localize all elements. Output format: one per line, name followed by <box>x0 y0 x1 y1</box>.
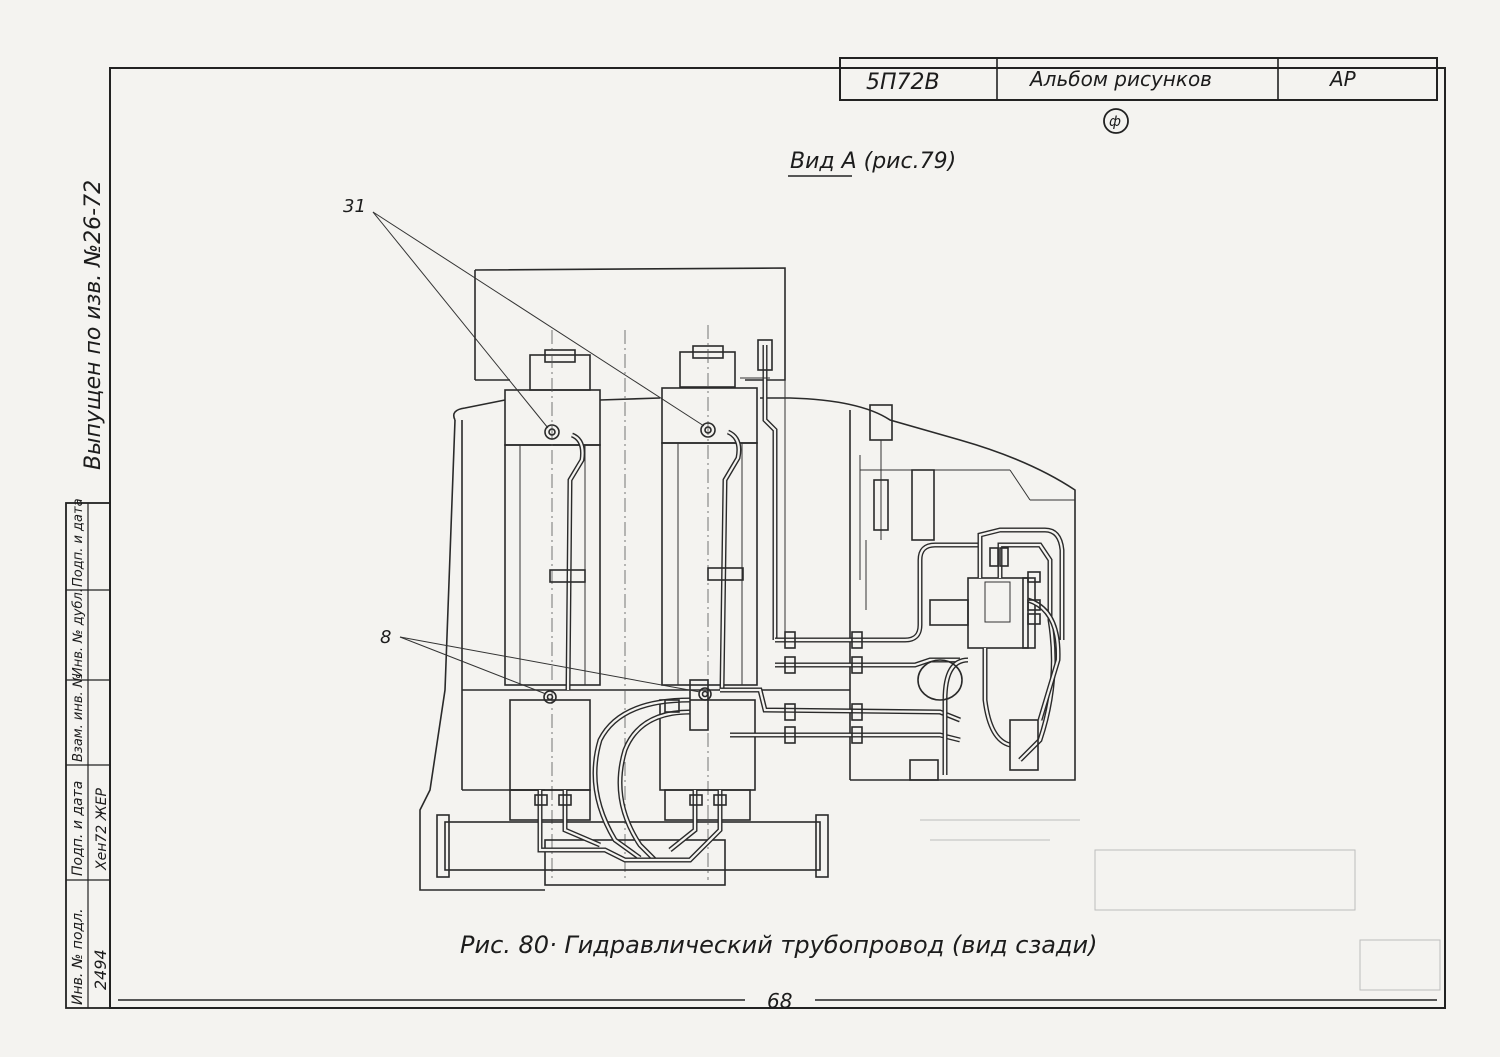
circle-stamp: ф <box>1103 108 1129 134</box>
stamp-header-inv-dubl: Инв. № дубл. <box>71 588 86 677</box>
stamp-header-vzam-inv: Взам. инв. № <box>71 674 86 762</box>
figure-caption: Рис. 80· Гидравлический трубопровод (вид… <box>460 931 1097 959</box>
stamp-value-inv-podl: 2494 <box>91 949 110 990</box>
stamp-header-podp-data-2: Подп. и дата <box>71 498 86 587</box>
stamp-value-podp-data-1: Хен72 ЖЕР <box>94 787 110 871</box>
page-number: 68 <box>767 989 792 1013</box>
stamp-header-podp-data-1: Подп. и дата <box>70 781 86 876</box>
callout-8: 8 <box>380 627 391 648</box>
stamp-header-inv-podl: Инв. № подл. <box>70 908 86 1005</box>
view-label: Вид А (рис.79) <box>790 149 956 174</box>
title-album: Альбом рисунков <box>1028 67 1212 91</box>
title-section: АР <box>1328 67 1357 91</box>
callout-31: 31 <box>343 196 366 217</box>
title-code: 5П72В <box>866 70 940 95</box>
hydraulic-assembly-drawing <box>372 211 1076 891</box>
circle-stamp-letter: ф <box>1109 114 1121 130</box>
bleed-through <box>920 819 1441 991</box>
title-block: 5П72В Альбом рисунков АР <box>839 57 1438 101</box>
left-stamp-table: Инв. № подл. 2494 Подп. и дата Хен72 ЖЕР… <box>65 498 111 1009</box>
release-note: Выпущен по изв. №26-72 <box>81 180 106 470</box>
